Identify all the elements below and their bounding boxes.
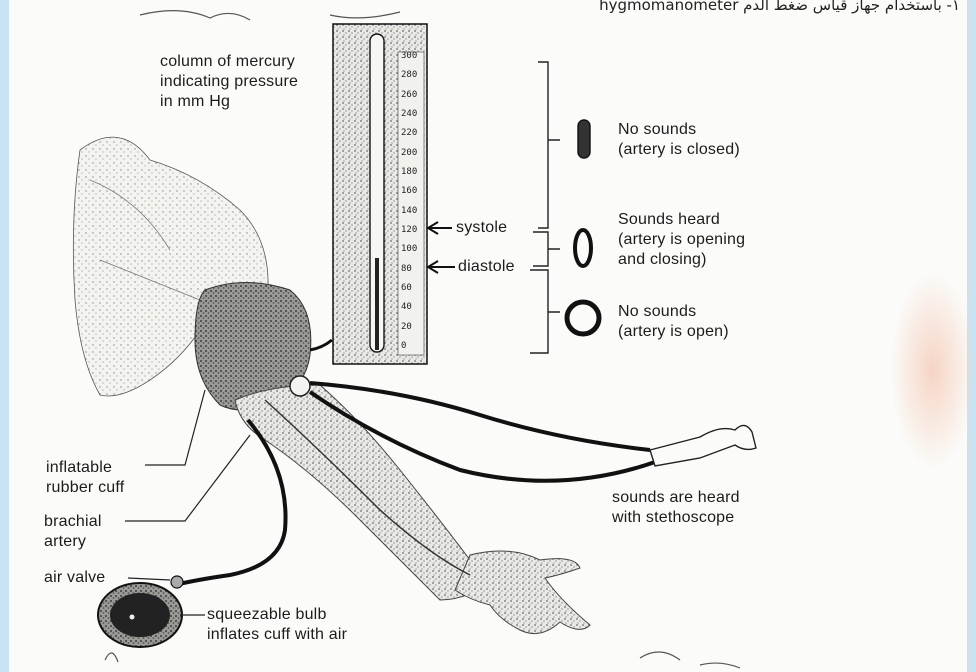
leader-artery bbox=[125, 435, 250, 521]
scale-tick-label: 180 bbox=[401, 168, 417, 177]
scale-tick-label: 160 bbox=[401, 187, 417, 196]
scale-tick-label: 20 bbox=[401, 323, 412, 332]
scale-tick-label: 220 bbox=[401, 129, 417, 138]
stethoscope-chestpiece bbox=[290, 376, 310, 396]
air-valve-label: air valve bbox=[44, 568, 105, 588]
mercury-column-label: column of mercury indicating pressure in… bbox=[160, 52, 298, 112]
artery-partially-open-icon bbox=[575, 230, 591, 266]
no-sounds-closed-label: No sounds (artery is closed) bbox=[618, 120, 740, 160]
diastole-label: diastole bbox=[458, 257, 515, 277]
forearm bbox=[235, 385, 500, 600]
bulb-label: squeezable bulb inflates cuff with air bbox=[207, 605, 347, 645]
bulb-tube bbox=[175, 420, 286, 585]
scale-tick-label: 260 bbox=[401, 91, 417, 100]
leader-cuff bbox=[145, 390, 205, 465]
scale-tick-label: 140 bbox=[401, 207, 417, 216]
arrow-left-icon bbox=[428, 222, 452, 234]
bracket-top bbox=[538, 62, 560, 228]
scale-tick-label: 80 bbox=[401, 265, 412, 274]
sounds-heard-label: Sounds heard (artery is opening and clos… bbox=[618, 210, 745, 270]
hand bbox=[455, 551, 590, 634]
systole-label: systole bbox=[456, 218, 507, 238]
mercury-column bbox=[375, 258, 379, 350]
scale-tick-label: 100 bbox=[401, 245, 417, 254]
bracket-middle bbox=[533, 232, 560, 266]
scribble-top bbox=[140, 11, 400, 20]
stethoscope-label: sounds are heard with stethoscope bbox=[612, 488, 740, 528]
brachial-artery-label: brachial artery bbox=[44, 512, 102, 552]
no-sounds-open-label: No sounds (artery is open) bbox=[618, 302, 729, 342]
air-valve bbox=[171, 576, 183, 588]
scale-tick-label: 280 bbox=[401, 71, 417, 80]
scale-tick-label: 40 bbox=[401, 303, 412, 312]
stethoscope-earpieces bbox=[650, 425, 756, 466]
artery-open-icon bbox=[567, 302, 599, 334]
scale-tick-label: 60 bbox=[401, 284, 412, 293]
scale-tick-label: 120 bbox=[401, 226, 417, 235]
scale-tick-label: 300 bbox=[401, 52, 417, 61]
bracket-bottom bbox=[530, 270, 560, 353]
scribble-bottom bbox=[105, 652, 740, 668]
leader-valve bbox=[128, 578, 170, 580]
arrow-left-icon bbox=[428, 261, 455, 273]
manometer-tube bbox=[310, 340, 332, 350]
scale-tick-label: 200 bbox=[401, 149, 417, 158]
scale-tick-label: 240 bbox=[401, 110, 417, 119]
inflatable-cuff-label: inflatable rubber cuff bbox=[46, 458, 124, 498]
scale-tick-label: 0 bbox=[401, 342, 406, 351]
artery-closed-icon bbox=[578, 120, 590, 158]
